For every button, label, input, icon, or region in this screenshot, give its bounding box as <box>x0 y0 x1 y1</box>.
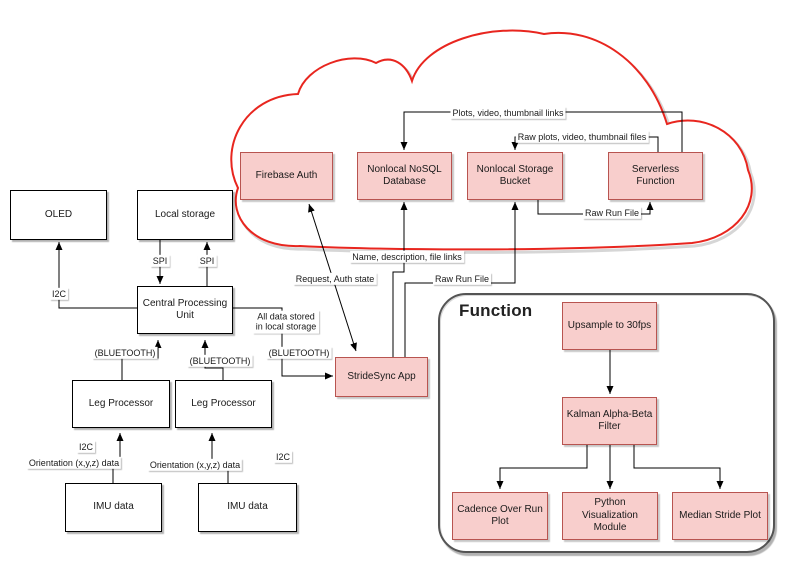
node-firebase-auth: Firebase Auth <box>240 152 333 200</box>
node-imu-data-1-label: IMU data <box>93 501 134 513</box>
node-kalman-filter-label: Kalman Alpha-Beta Filter <box>566 408 653 433</box>
edge-label-i2c-leg-right: I2C <box>273 450 293 464</box>
node-local-storage-label: Local storage <box>154 208 216 220</box>
node-median-stride-plot: Median Stride Plot <box>672 492 768 540</box>
cloud-shadow <box>232 32 756 254</box>
edge-label-bluetooth-2: (BLUETOOTH) <box>187 354 253 368</box>
edge-label-bluetooth-3: (BLUETOOTH) <box>266 346 332 360</box>
edge-label-raw-run-file-cloud: Raw Run File <box>582 206 642 220</box>
function-group-title: Function <box>459 301 533 320</box>
edge-label-spi-1: SPI <box>150 254 170 268</box>
edge-label-spi-2: SPI <box>197 254 217 268</box>
node-storage-bucket-label: Nonlocal Storage Bucket <box>476 163 554 188</box>
node-stridesync-app-label: StrideSync App <box>347 370 416 382</box>
node-imu-data-2: IMU data <box>198 483 297 532</box>
edge-label-bluetooth-1: (BLUETOOTH) <box>92 346 158 360</box>
edge-label-orientation-1: Orientation (x,y,z) data <box>26 456 122 470</box>
node-kalman-filter: Kalman Alpha-Beta Filter <box>562 397 657 445</box>
edge-label-request-auth: Request, Auth state <box>293 272 377 286</box>
node-oled: OLED <box>10 190 107 240</box>
node-cpu-label: Central Processing Unit <box>142 297 228 322</box>
edge-label-i2c-oled: I2C <box>49 287 69 301</box>
node-leg-processor-1: Leg Processor <box>72 380 170 428</box>
node-serverless-function: Serverless Function <box>608 152 703 200</box>
node-upsample-label: Upsample to 30fps <box>567 319 652 331</box>
edge-label-all-data-stored: All data stored in local storage <box>253 310 319 334</box>
edge-label-orientation-2: Orientation (x,y,z) data <box>147 458 243 472</box>
node-nosql-database-label: Nonlocal NoSQL Database <box>367 163 442 188</box>
edge-app-to-nosql-name-desc <box>392 202 408 357</box>
edge-label-name-desc: Name, description, file links <box>350 250 464 264</box>
cloud-outline <box>230 29 753 251</box>
edge-label-raw-files: Raw plots, video, thumbnail files <box>515 130 649 144</box>
node-nosql-database: Nonlocal NoSQL Database <box>357 152 452 200</box>
node-serverless-function-label: Serverless Function <box>631 163 680 188</box>
node-local-storage: Local storage <box>137 190 233 240</box>
node-firebase-auth-label: Firebase Auth <box>255 169 318 181</box>
edge-label-raw-run-file-app: Raw Run File <box>432 272 492 286</box>
node-imu-data-2-label: IMU data <box>227 501 268 513</box>
node-imu-data-1: IMU data <box>65 483 162 532</box>
node-oled-label: OLED <box>44 208 73 220</box>
node-cpu: Central Processing Unit <box>137 286 233 334</box>
node-upsample: Upsample to 30fps <box>562 302 657 350</box>
node-cadence-plot-label: Cadence Over Run Plot <box>457 503 543 528</box>
node-median-stride-plot-label: Median Stride Plot <box>679 509 761 521</box>
node-cadence-plot: Cadence Over Run Plot <box>452 492 548 540</box>
edge-label-i2c-leg-left: I2C <box>76 440 96 454</box>
edge-cpu-to-oled-i2c <box>55 242 137 309</box>
edge-label-plots-links: Plots, video, thumbnail links <box>450 106 566 120</box>
node-stridesync-app: StrideSync App <box>335 357 428 397</box>
node-leg-processor-2-label: Leg Processor <box>191 397 256 409</box>
node-python-viz-module: Python Visualization Module <box>562 492 658 540</box>
node-python-viz-module-label: Python Visualization Module <box>582 497 638 534</box>
node-leg-processor-1-label: Leg Processor <box>88 397 154 409</box>
node-leg-processor-2: Leg Processor <box>175 380 272 428</box>
node-storage-bucket: Nonlocal Storage Bucket <box>467 152 563 200</box>
